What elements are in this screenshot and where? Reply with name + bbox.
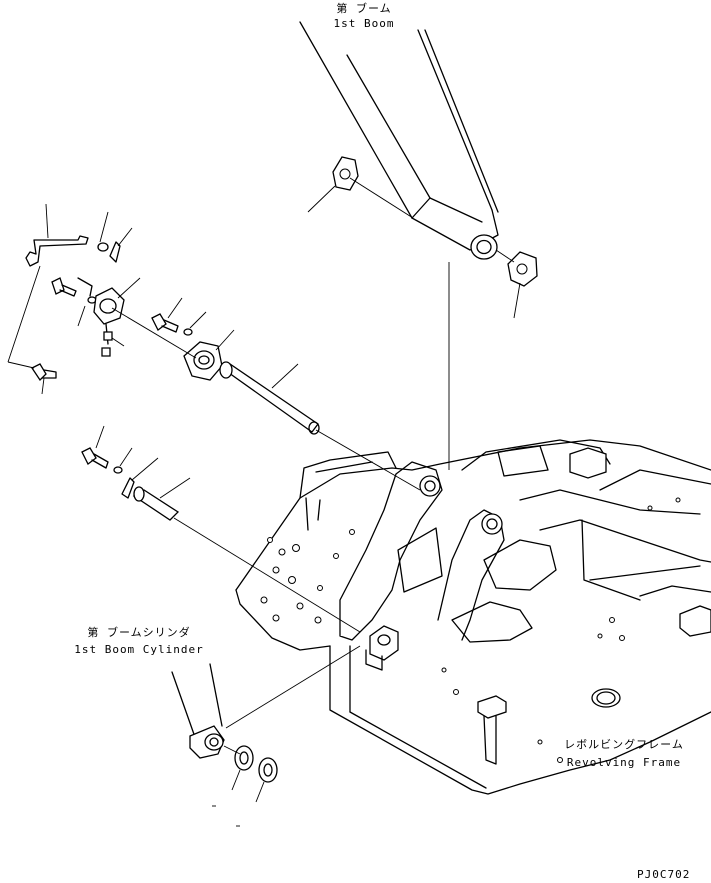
boom-shim-left: [307, 156, 414, 219]
boom-arm: [299, 21, 499, 260]
drawing-code: PJ0C702: [637, 868, 691, 881]
boom-label-jp: 第 ブーム: [336, 2, 392, 15]
boom-shim-right: [495, 249, 538, 319]
boom-label-en: 1st Boom: [333, 17, 395, 30]
frame-label-en: Revolving Frame: [566, 756, 682, 769]
pin-upper-assembly: [7, 203, 421, 491]
pin-lower-assembly: [81, 425, 361, 633]
deck-holes: [260, 497, 681, 763]
frame-label-jp: レボルビングフレーム: [564, 738, 684, 751]
revolving-frame: [235, 439, 711, 795]
boom-cylinder: [171, 645, 361, 827]
cylinder-label-en: 1st Boom Cylinder: [74, 643, 204, 656]
cylinder-label-jp: 第 ブームシリンダ: [87, 626, 191, 639]
